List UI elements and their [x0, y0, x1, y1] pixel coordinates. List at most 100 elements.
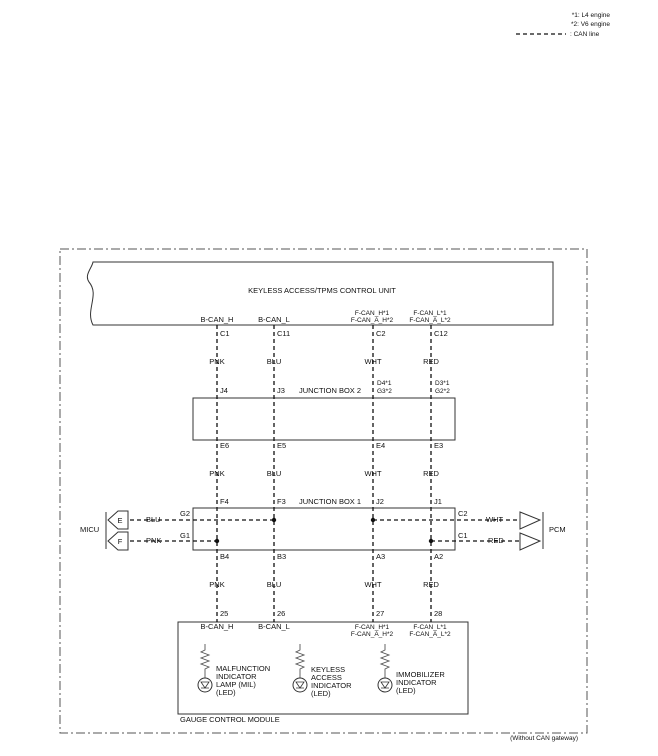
pin-a3: A3	[376, 552, 385, 561]
mil-label-line3: LAMP (MIL)	[216, 680, 256, 689]
keyless-signal-bcan-l: B-CAN_L	[258, 315, 290, 324]
wire-colors-lower: PNK BLU WHT RED	[209, 580, 439, 589]
wire-color-blu: BLU	[267, 580, 282, 589]
mil-label-line2: INDICATOR	[216, 672, 257, 681]
keyless-signal-fcan-a-h: F-CAN_A_H*2	[351, 317, 394, 324]
micu-connector-f	[107, 531, 129, 551]
horizontal-can-lines	[130, 519, 520, 542]
gauge-signal-fcan-h: F-CAN_H*1	[355, 624, 390, 631]
gauge-pins: 25 26 27 28	[220, 609, 442, 618]
wire-color-red-pcm: RED	[488, 536, 504, 545]
gauge-signal-fcan-l: F-CAN_L*1	[413, 624, 447, 631]
pcm-connector-upper	[519, 511, 542, 530]
wire-color-pnk: PNK	[209, 357, 224, 366]
pcm-label: PCM	[549, 525, 566, 534]
keyless-indicator-line3: INDICATOR	[311, 681, 352, 690]
pin-g3: G3*2	[377, 388, 392, 395]
immob-resistor-icon	[379, 644, 391, 678]
mil-resistor-icon	[199, 644, 211, 678]
wire-color-blu: BLU	[267, 357, 282, 366]
wire-color-red: RED	[423, 357, 439, 366]
wire-color-wht-pcm: WHT	[486, 515, 503, 524]
wire-color-blu: BLU	[267, 469, 282, 478]
vertical-can-lines	[216, 325, 432, 622]
pin-j1: J1	[434, 497, 442, 506]
pin-28: 28	[434, 609, 442, 618]
indicator-immobilizer: IMMOBILIZER INDICATOR (LED)	[377, 644, 445, 695]
pin-g1: G1	[180, 531, 190, 540]
pin-27: 27	[376, 609, 384, 618]
legend-can-line-label: : CAN line	[570, 31, 600, 38]
pin-g2-jb1: G2	[180, 509, 190, 518]
junction-box-2-title: JUNCTION BOX 2	[299, 386, 361, 395]
immob-indicator-line2: INDICATOR	[396, 678, 437, 687]
junction-box-2-pins: J4 J3 D4*1 G3*2 D3*1 G2*2 E6 E5 E4 E3	[220, 380, 450, 450]
pin-e5: E5	[277, 441, 286, 450]
pin-26: 26	[277, 609, 285, 618]
wire-color-pnk: PNK	[209, 469, 224, 478]
keyless-signal-fcan-l: F-CAN_L*1	[413, 310, 447, 317]
pin-e4: E4	[376, 441, 385, 450]
keyless-resistor-icon	[294, 644, 306, 678]
indicator-keyless: KEYLESS ACCESS INDICATOR (LED)	[292, 644, 352, 698]
junction-box-1-title: JUNCTION BOX 1	[299, 497, 361, 506]
footnote: (Without CAN gateway)	[510, 735, 578, 742]
splice-bcan-l	[271, 517, 277, 523]
keyless-led-icon	[292, 677, 308, 693]
immob-indicator-line1: IMMOBILIZER	[396, 670, 445, 679]
gauge-module-title: GAUGE CONTROL MODULE	[180, 715, 280, 724]
pin-g2-jb2: G2*2	[435, 388, 450, 395]
wire-color-pnk: PNK	[209, 580, 224, 589]
pin-f3: F3	[277, 497, 286, 506]
splice-bcan-h	[214, 538, 220, 544]
pin-c12: C12	[434, 329, 448, 338]
mil-led-icon	[197, 677, 213, 693]
pin-f4: F4	[220, 497, 229, 506]
junction-box-1-pins: F4 F3 J2 J1 G2 G1 C2 C1 B4 B3 A3 A2	[180, 497, 468, 561]
keyless-control-unit: KEYLESS ACCESS/TPMS CONTROL UNIT B-CAN_H…	[86, 261, 554, 326]
keyless-indicator-line2: ACCESS	[311, 673, 342, 682]
keyless-signal-fcan-a-l: F-CAN_A_L*2	[409, 317, 451, 324]
immob-led-icon	[377, 677, 393, 693]
splice-points	[214, 517, 434, 544]
gauge-signal-bcan-h: B-CAN_H	[201, 622, 234, 631]
splice-fcan-h	[370, 517, 376, 523]
pin-j3: J3	[277, 386, 285, 395]
pin-d3: D3*1	[435, 380, 450, 387]
pin-c1-jb1: C1	[458, 531, 468, 540]
pin-c2-jb1: C2	[458, 509, 468, 518]
gauge-signal-bcan-l: B-CAN_L	[258, 622, 290, 631]
wire-color-wht: WHT	[364, 469, 381, 478]
pin-a2: A2	[434, 552, 443, 561]
legend: *1: L4 engine *2: V6 engine : CAN line	[516, 12, 610, 38]
micu-pin-f: F	[118, 537, 123, 546]
legend-note-2: *2: V6 engine	[571, 21, 610, 28]
pin-d4: D4*1	[377, 380, 392, 387]
pin-b4: B4	[220, 552, 229, 561]
micu-connector-e	[107, 510, 129, 530]
wire-color-blu-micu: BLU	[146, 515, 161, 524]
pin-c1: C1	[220, 329, 230, 338]
gauge-control-module: GAUGE CONTROL MODULE B-CAN_H B-CAN_L F-C…	[177, 621, 469, 724]
wire-colors-horizontal: BLU PNK WHT RED	[146, 515, 504, 545]
mil-label-line1: MALFUNCTION	[216, 664, 270, 673]
junction-box-2: JUNCTION BOX 2	[192, 386, 456, 441]
wire-color-red: RED	[423, 469, 439, 478]
pcm-connector-lower	[519, 532, 542, 551]
wire-color-pnk-micu: PNK	[146, 536, 161, 545]
immob-indicator-line3: (LED)	[396, 686, 416, 695]
indicator-mil: MALFUNCTION INDICATOR LAMP (MIL) (LED)	[197, 644, 270, 697]
pin-25: 25	[220, 609, 228, 618]
micu-label: MICU	[80, 525, 99, 534]
pin-e6: E6	[220, 441, 229, 450]
keyless-indicator-line1: KEYLESS	[311, 665, 345, 674]
keyless-pins: C1 C11 C2 C12	[220, 329, 448, 338]
keyless-unit-title: KEYLESS ACCESS/TPMS CONTROL UNIT	[248, 286, 396, 295]
gauge-signal-fcan-a-h: F-CAN_A_H*2	[351, 631, 394, 638]
legend-note-1: *1: L4 engine	[572, 12, 611, 19]
mil-label-line4: (LED)	[216, 688, 236, 697]
pin-b3: B3	[277, 552, 286, 561]
keyless-indicator-line4: (LED)	[311, 689, 331, 698]
wire-color-wht: WHT	[364, 580, 381, 589]
